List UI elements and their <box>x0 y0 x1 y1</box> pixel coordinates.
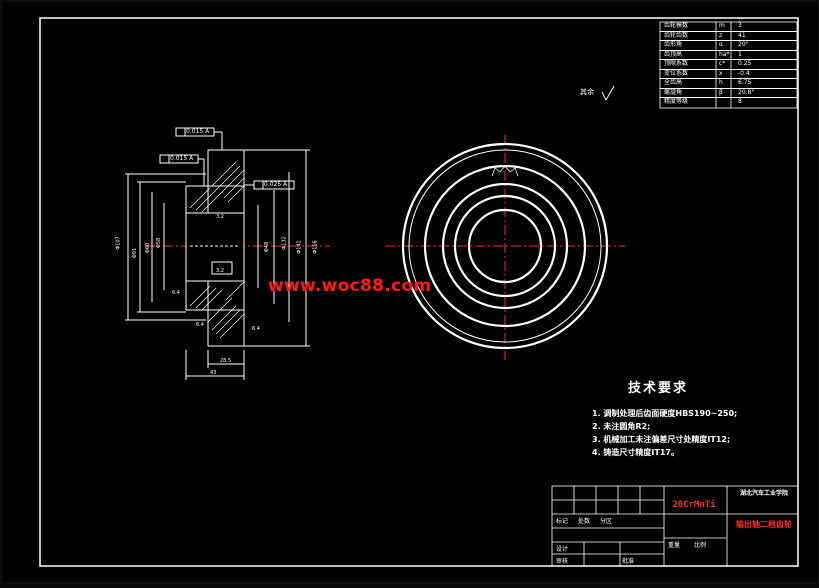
parameter-row: 齿轮模数 m 3 <box>660 22 797 32</box>
parameter-sym: ha* <box>719 50 730 58</box>
parameter-table: 齿轮模数 m 3 齿轮齿数 z 41 齿形角 α 20° 齿顶高 ha* 1 顶隙系数 c* 0.25 变位系… <box>660 22 797 108</box>
parameter-row: 齿轮齿数 z 41 <box>660 32 797 42</box>
tb-label-count: 处数 <box>578 518 591 525</box>
tolerance-label-2: 0.015 A <box>170 155 194 162</box>
parameter-name: 全齿高 <box>664 79 683 86</box>
drawing-border <box>39 17 799 567</box>
tb-label-design: 设计 <box>556 546 569 553</box>
dim-diameter-5: Φ132 <box>281 236 288 250</box>
dim-diameter-7: Φ116 <box>312 240 319 254</box>
parameter-val: 1 <box>738 50 742 58</box>
parameter-sym: x <box>719 69 723 77</box>
dim-diameter-8: Φ48 <box>264 241 271 253</box>
tb-label-weight: 重量 <box>668 542 681 549</box>
dim-width-2: 43 <box>210 370 217 376</box>
tb-label-scale: 比例 <box>694 542 707 549</box>
tech-requirement-item: 2. 未注圆角R2; <box>592 422 651 431</box>
parameter-val: 20.8° <box>738 88 755 96</box>
dim-width-1: 28.5 <box>220 358 232 364</box>
parameter-sym: m <box>719 22 725 29</box>
bore-circle <box>467 208 543 284</box>
tech-requirement-item: 3. 机械加工未注偏差尺寸处精度IT12; <box>592 435 731 444</box>
drawing-name: 输出轴二档齿轮 <box>736 520 792 529</box>
parameter-row: 齿顶高 ha* 1 <box>660 51 797 61</box>
parameter-row: 齿形角 α 20° <box>660 41 797 51</box>
roughness-note: 其余 <box>580 88 594 96</box>
tech-requirement-item: 4. 铸造尺寸精度IT17。 <box>592 448 679 457</box>
parameter-name: 精度等级 <box>664 98 689 105</box>
material-label: 20CrMnTi <box>672 500 716 510</box>
parameter-row: 精度等级 8 <box>660 98 797 107</box>
parameter-name: 齿轮齿数 <box>664 31 689 39</box>
title-block-grid <box>551 485 799 567</box>
pitch-circle <box>408 149 602 343</box>
parameter-sym: α <box>719 41 723 48</box>
parameter-val: 6.75 <box>738 79 752 86</box>
tb-label-mark: 标记 <box>556 518 569 525</box>
roughness-value-1: 6.4 <box>172 290 180 296</box>
parameter-row: 全齿高 h 6.75 <box>660 79 797 89</box>
watermark-text: www.woc88.com <box>268 276 432 296</box>
parameter-name: 螺旋角 <box>664 88 683 96</box>
roughness-value-2: 6.4 <box>252 326 260 332</box>
parameter-row: 螺旋角 β 20.8° <box>660 89 797 99</box>
tech-requirements-list: 1. 调制处理后齿面硬度HBS190~250; 2. 未注圆角R2; 3. 机械… <box>592 408 737 460</box>
dim-diameter-4: Φ58 <box>156 237 163 249</box>
tolerance-label-1: 0.015 A <box>186 128 210 135</box>
hub-face-circle <box>453 194 557 298</box>
tolerance-label-3: 0.025 A <box>264 181 288 188</box>
tip-circle <box>401 142 609 350</box>
tech-requirement-item: 1. 调制处理后齿面硬度HBS190~250; <box>592 409 738 418</box>
parameter-name: 齿顶高 <box>664 50 683 58</box>
parameter-name: 齿轮模数 <box>664 22 689 29</box>
keyway <box>211 261 233 275</box>
hub-step-circle <box>441 182 569 310</box>
gear-front-view <box>385 135 625 360</box>
parameter-name: 齿形角 <box>664 41 683 48</box>
tb-label-zone: 分区 <box>600 518 613 525</box>
gear-section-view <box>125 127 330 380</box>
parameter-name: 变位系数 <box>664 69 689 77</box>
parameter-val: 20° <box>738 41 749 48</box>
parameter-val: 8 <box>738 98 742 105</box>
parameter-sym: β <box>719 88 723 96</box>
roughness-value-4: 3.2 <box>216 268 224 274</box>
tb-label-approve: 批准 <box>622 558 635 565</box>
parameter-name: 顶隙系数 <box>664 60 689 67</box>
school-name: 湖北汽车工业学院 <box>739 490 788 497</box>
parameter-sym: c* <box>719 60 726 67</box>
parameter-table-grid <box>659 21 798 109</box>
parameter-val: -0.4 <box>738 69 750 77</box>
parameter-val: 41 <box>738 31 746 39</box>
parameter-val: 3 <box>738 22 742 29</box>
bore <box>185 212 245 282</box>
parameter-sym: h <box>719 79 723 86</box>
roughness-symbol-icon <box>601 85 615 102</box>
parameter-row: 变位系数 x -0.4 <box>660 70 797 80</box>
section-hatch-top <box>189 161 245 213</box>
dim-diameter-1: Φ107 <box>115 236 122 250</box>
roughness-value-3: 3.2 <box>216 214 224 220</box>
tb-label-review: 审核 <box>556 558 569 565</box>
roughness-value-5: 6.4 <box>196 322 204 328</box>
keyway-mark <box>491 165 519 177</box>
tech-requirements-title: 技术要求 <box>628 381 689 396</box>
parameter-sym: z <box>719 31 723 39</box>
dim-diameter-6: Φ141 <box>296 240 303 254</box>
dim-diameter-3: Φ60 <box>145 242 152 254</box>
parameter-row: 顶隙系数 c* 0.25 <box>660 60 797 70</box>
dim-diameter-2: Φ91 <box>132 247 139 259</box>
section-hatch-bottom <box>189 281 245 339</box>
parameter-val: 0.25 <box>738 60 752 67</box>
